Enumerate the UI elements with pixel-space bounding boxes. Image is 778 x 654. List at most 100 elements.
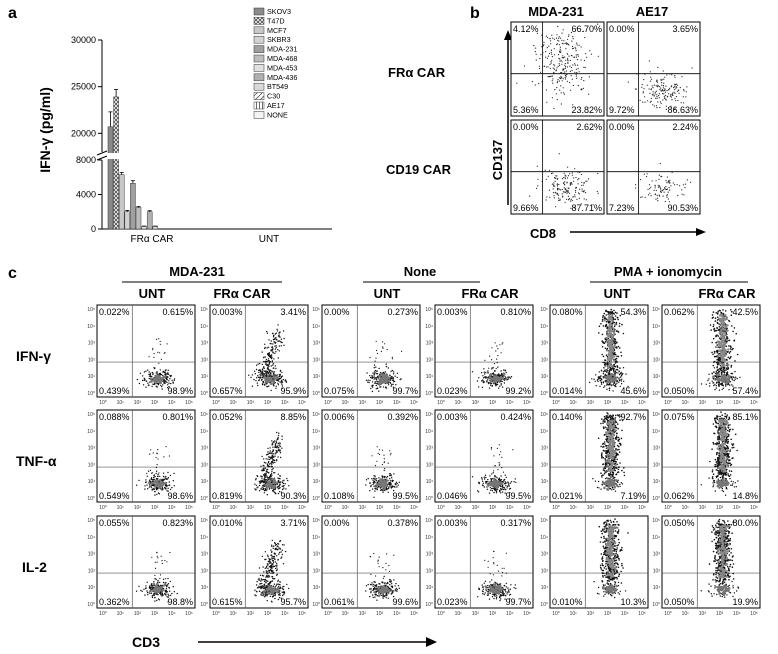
panel-c-event-dot — [394, 375, 396, 377]
panel-b-event-dot — [586, 180, 588, 182]
panel-c-event-dot — [612, 418, 615, 420]
panel-c: c MDA-231 None PMA + ionomycin UNT FRα C… — [8, 264, 761, 650]
panel-c-event-dot — [726, 324, 729, 327]
panel-c-event-dot — [495, 490, 497, 492]
panel-c-x-tick-label: 10⁴ — [281, 505, 289, 511]
panel-c-event-dot — [370, 387, 372, 390]
panel-b-event-dot — [572, 196, 574, 198]
panel-c-event-dot — [492, 477, 496, 481]
panel-c-event-dot — [711, 351, 713, 354]
panel-c-event-dot — [494, 474, 496, 477]
panel-c-y-tick-label: 10⁵ — [200, 307, 208, 313]
panel-c-x-tick-label: 10¹ — [230, 505, 238, 511]
panel-b-event-dot — [654, 91, 657, 93]
panel-b-event-dot — [567, 166, 569, 168]
panel-c-event-dot — [614, 490, 617, 492]
panel-c-event-dot — [734, 370, 736, 373]
panel-c-event-dot — [164, 382, 166, 385]
panel-b-event-dot — [676, 84, 679, 86]
panel-b-event-dot — [560, 50, 562, 52]
panel-c-event-dot — [262, 484, 264, 487]
panel-c-event-dot — [167, 373, 169, 375]
panel-c-event-dot — [384, 371, 386, 373]
panel-c-event-dot — [281, 380, 283, 382]
panel-c-x-tick-label: 10² — [699, 400, 707, 406]
panel-b-event-dot — [567, 59, 569, 62]
panel-b-event-dot — [597, 192, 599, 194]
panel-b-event-dot — [659, 106, 661, 109]
panel-c-event-dot — [272, 378, 274, 380]
panel-c-x-tick-label: 10⁰ — [552, 400, 560, 406]
panel-b-event-dot — [558, 44, 561, 46]
panel-c-event-dot — [610, 317, 613, 321]
panel-c-event-dot — [611, 487, 614, 489]
panel-c-event-dot — [723, 371, 726, 373]
panel-b-event-dot — [539, 67, 541, 70]
panel-c-quadrant-ur: 0.392% — [387, 412, 418, 422]
panel-b-event-dot — [531, 81, 533, 83]
panel-c-event-dot — [508, 488, 511, 490]
panel-c-event-dot — [617, 318, 619, 321]
panel-b-event-dot — [661, 90, 663, 92]
panel-c-event-dot — [730, 364, 733, 367]
panel-b-event-dot — [560, 103, 563, 105]
panel-b-quadrant-ll: 7.23% — [609, 203, 635, 213]
panel-c-event-dot — [605, 370, 607, 373]
panel-c-event-dot — [156, 371, 158, 373]
panel-c-event-dot — [483, 376, 486, 378]
panel-b-event-dot — [551, 59, 553, 61]
panel-c-event-dot — [604, 467, 607, 470]
panel-c-event-dot — [717, 373, 720, 376]
panel-c-event-dot — [715, 334, 717, 337]
panel-b-event-dot — [570, 200, 572, 202]
panel-c-y-tick-label: 10⁵ — [652, 307, 660, 313]
panel-b-event-dot — [652, 87, 654, 89]
panel-c-y-tick-label: 10¹ — [88, 479, 96, 485]
panel-c-quadrant-ur: 0.615% — [162, 307, 193, 317]
panel-c-event-dot — [490, 479, 493, 481]
panel-c-event-dot — [260, 488, 262, 490]
panel-c-event-dot — [272, 370, 274, 373]
panel-c-event-dot — [157, 483, 161, 486]
panel-b-event-dot — [571, 174, 574, 176]
panel-c-x-tick-label: 10⁵ — [638, 400, 646, 406]
panel-b-event-dot — [671, 94, 673, 96]
panel-c-event-dot — [388, 485, 392, 488]
panel-c-event-dot — [721, 351, 724, 354]
panel-b-event-dot — [549, 196, 551, 198]
panel-c-event-dot — [495, 480, 499, 484]
panel-c-event-dot — [268, 385, 270, 387]
panel-b-event-dot — [548, 52, 551, 55]
panel-c-event-dot — [278, 485, 280, 488]
panel-c-event-dot — [609, 311, 612, 313]
panel-c-event-dot — [497, 348, 499, 350]
panel-c-event-dot — [279, 445, 281, 448]
panel-b-event-dot — [649, 80, 652, 82]
panel-c-event-dot — [481, 386, 484, 389]
panel-c-event-dot — [718, 361, 722, 365]
panel-c-event-dot — [163, 375, 166, 379]
panel-c-event-dot — [401, 350, 403, 352]
panel-c-event-dot — [499, 490, 501, 492]
panel-b-event-dot — [574, 196, 576, 198]
panel-c-quadrant-ur: 0.273% — [387, 307, 418, 317]
panel-c-event-dot — [392, 480, 394, 482]
panel-c-event-dot — [380, 373, 383, 377]
panel-c-event-dot — [729, 357, 731, 359]
panel-c-event-dot — [282, 485, 284, 488]
panel-c-event-dot — [725, 385, 727, 387]
panel-c-event-dot — [610, 378, 614, 382]
panel-c-event-dot — [166, 387, 169, 389]
panel-c-quadrant-ur: 0.424% — [500, 412, 531, 422]
panel-c-x-tick-label: 10⁰ — [212, 400, 220, 406]
panel-b-x-axis-label: CD8 — [530, 226, 556, 241]
panel-c-event-dot — [270, 340, 272, 342]
panel-c-event-dot — [266, 477, 268, 479]
panel-c-event-dot — [370, 485, 372, 488]
panel-c-event-dot — [604, 310, 607, 312]
panel-b-event-dot — [672, 182, 674, 184]
panel-b-event-dot — [568, 34, 570, 36]
panel-b-event-dot — [652, 104, 654, 106]
